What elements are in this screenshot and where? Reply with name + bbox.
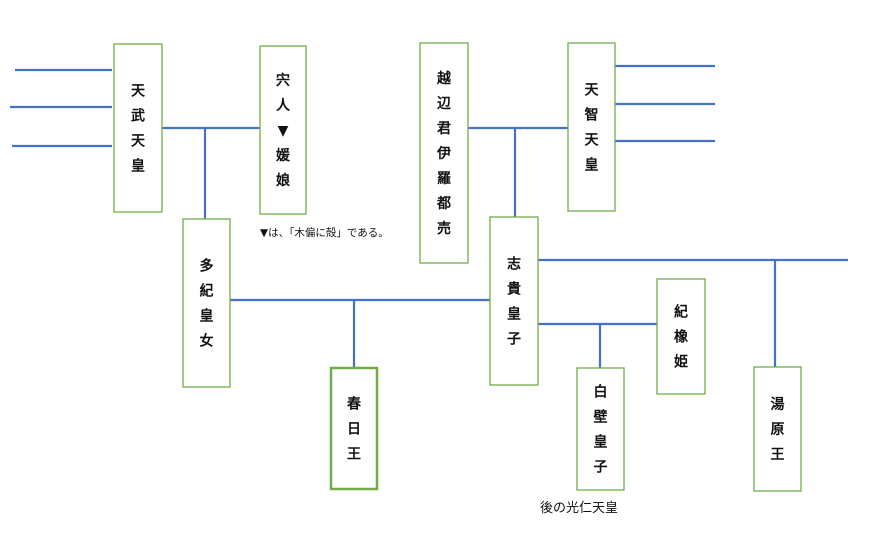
person-box-border — [567, 42, 616, 212]
person-name-tenji: 天智天皇 — [584, 83, 600, 174]
person-box-border — [576, 367, 625, 491]
person-name-tenmu: 天武天皇 — [131, 84, 146, 175]
person-name-kino: 紀橡姫 — [674, 304, 689, 371]
person-box-koshi: 越辺君伊羅都売 — [419, 42, 469, 264]
person-name-shirakabe: 白壁皇子 — [594, 384, 608, 476]
person-box-tenmu: 天武天皇 — [113, 43, 163, 213]
person-box-tenji: 天智天皇 — [567, 42, 616, 212]
person-box-yuhara: 湯原王 — [753, 366, 802, 492]
person-box-border — [113, 43, 163, 213]
person-name-yuhara: 湯原王 — [771, 396, 785, 463]
person-box-kino: 紀橡姫 — [656, 278, 706, 395]
person-name-shishihito: 宍人▼媛娘 — [275, 72, 291, 189]
person-box-taki: 多紀皇女 — [182, 218, 231, 388]
person-name-taki: 多紀皇女 — [200, 258, 214, 350]
connector-lines — [10, 64, 848, 368]
person-box-shiki: 志貴皇子 — [489, 216, 539, 386]
person-box-shirakabe: 白壁皇子 — [576, 367, 625, 491]
shishihito-note: ▼は、「木偏に殻」である。 — [260, 226, 389, 239]
shirakabe-note: 後の光仁天皇 — [540, 501, 618, 516]
person-box-border — [753, 366, 802, 492]
person-box-shishihito: 宍人▼媛娘 — [259, 45, 307, 215]
person-box-kasuga: 春日王 — [329, 366, 379, 491]
person-box-border — [656, 278, 706, 395]
person-box-border — [419, 42, 469, 264]
person-name-shiki: 志貴皇子 — [507, 256, 521, 348]
person-name-koshi: 越辺君伊羅都売 — [436, 70, 452, 237]
person-box-border — [259, 45, 307, 215]
person-box-border — [329, 366, 379, 491]
person-box-border — [489, 216, 539, 386]
person-name-kasuga: 春日王 — [346, 396, 362, 463]
person-box-border — [182, 218, 231, 388]
